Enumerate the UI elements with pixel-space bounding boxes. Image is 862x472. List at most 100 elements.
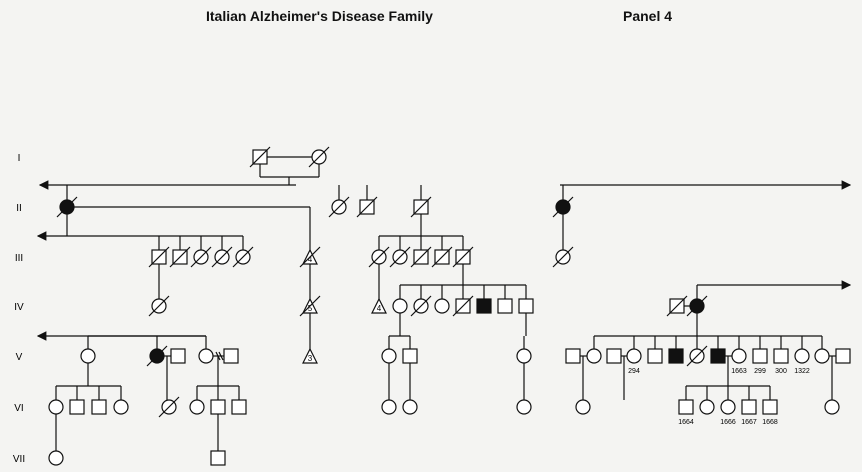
female-symbol bbox=[381, 399, 397, 415]
male-symbol bbox=[210, 399, 226, 415]
female-symbol: 1663 bbox=[731, 348, 747, 375]
unknown-sex-symbol: 4 bbox=[371, 297, 387, 314]
female-symbol bbox=[189, 399, 205, 415]
male-symbol bbox=[647, 348, 663, 364]
deceased-slash bbox=[148, 295, 170, 317]
female-symbol bbox=[686, 345, 708, 367]
male-symbol bbox=[356, 196, 378, 218]
deceased-slash bbox=[328, 196, 350, 218]
deceased-slash bbox=[431, 246, 453, 268]
male-symbol bbox=[666, 295, 688, 317]
sibship-count: 4 bbox=[308, 255, 313, 264]
female-symbol: 1322 bbox=[794, 348, 810, 375]
pedigree-line bbox=[218, 351, 224, 361]
sibship-count: 5 bbox=[308, 304, 313, 313]
individual-id-label: 1667 bbox=[741, 419, 757, 426]
deceased-slash bbox=[232, 246, 254, 268]
individual-id-label: 1322 bbox=[794, 368, 810, 375]
individual-id-label: 1663 bbox=[731, 368, 747, 375]
individual-id-label: 299 bbox=[754, 368, 766, 375]
male-symbol: 299 bbox=[752, 348, 768, 375]
unknown-sex-symbol: 5 bbox=[299, 295, 321, 317]
male-symbol bbox=[148, 246, 170, 268]
affected-female-symbol bbox=[552, 196, 574, 218]
male-symbol bbox=[497, 298, 513, 314]
generation-label: II bbox=[16, 203, 22, 214]
female-symbol bbox=[699, 399, 715, 415]
unknown-sex-symbol: 3 bbox=[302, 347, 318, 364]
generation-label: I bbox=[18, 153, 21, 164]
female-symbol bbox=[308, 146, 330, 168]
female-symbol bbox=[232, 246, 254, 268]
male-symbol bbox=[410, 196, 432, 218]
female-symbol bbox=[586, 348, 602, 364]
sibship-count: 4 bbox=[377, 304, 382, 313]
female-symbol bbox=[48, 450, 64, 466]
affected-male-symbol bbox=[710, 348, 726, 364]
deceased-slash bbox=[190, 246, 212, 268]
sibship-count: 3 bbox=[308, 354, 313, 363]
affected-female-symbol bbox=[56, 196, 78, 218]
male-symbol bbox=[452, 246, 474, 268]
generation-label: V bbox=[16, 352, 23, 363]
female-symbol bbox=[516, 348, 532, 364]
deceased-slash bbox=[158, 396, 180, 418]
male-symbol: 1668 bbox=[762, 399, 778, 426]
female-symbol bbox=[113, 399, 129, 415]
generation-label: III bbox=[15, 253, 23, 264]
female-symbol bbox=[148, 295, 170, 317]
male-symbol bbox=[402, 348, 418, 364]
female-symbol bbox=[824, 399, 840, 415]
pedigree-title: Italian Alzheimer's Disease Family bbox=[206, 8, 433, 24]
male-symbol: 1667 bbox=[741, 399, 757, 426]
affected-female-symbol bbox=[146, 345, 168, 367]
deceased-slash bbox=[410, 196, 432, 218]
deceased-slash bbox=[452, 295, 474, 317]
deceased-slash bbox=[299, 246, 321, 268]
unknown-sex-symbol: 4 bbox=[299, 246, 321, 268]
deceased-slash bbox=[211, 246, 233, 268]
deceased-slash bbox=[686, 345, 708, 367]
deceased-slash bbox=[368, 246, 390, 268]
male-symbol bbox=[223, 348, 239, 364]
generation-label: VI bbox=[14, 403, 23, 414]
deceased-slash bbox=[308, 146, 330, 168]
female-symbol bbox=[392, 298, 408, 314]
deceased-slash bbox=[410, 246, 432, 268]
male-symbol: 1664 bbox=[678, 399, 694, 426]
male-symbol bbox=[410, 246, 432, 268]
deceased-slash bbox=[552, 246, 574, 268]
deceased-slash bbox=[552, 196, 574, 218]
male-symbol bbox=[69, 399, 85, 415]
male-symbol bbox=[431, 246, 453, 268]
female-symbol bbox=[516, 399, 532, 415]
male-symbol bbox=[606, 348, 622, 364]
male-symbol bbox=[231, 399, 247, 415]
affected-male-symbol bbox=[668, 348, 684, 364]
male-symbol bbox=[249, 146, 271, 168]
male-symbol: 300 bbox=[773, 348, 789, 375]
female-symbol bbox=[328, 196, 350, 218]
female-symbol bbox=[211, 246, 233, 268]
deceased-slash bbox=[148, 246, 170, 268]
deceased-slash bbox=[666, 295, 688, 317]
female-symbol bbox=[48, 399, 64, 415]
female-symbol bbox=[814, 348, 830, 364]
male-symbol bbox=[210, 450, 226, 466]
affected-female-symbol bbox=[686, 295, 708, 317]
individual-id-label: 294 bbox=[628, 368, 640, 375]
deceased-slash bbox=[356, 196, 378, 218]
panel-label: Panel 4 bbox=[623, 8, 673, 24]
female-symbol bbox=[368, 246, 390, 268]
female-symbol: 294 bbox=[626, 348, 642, 375]
male-symbol bbox=[452, 295, 474, 317]
deceased-slash bbox=[249, 146, 271, 168]
female-symbol bbox=[552, 246, 574, 268]
generation-label: VII bbox=[13, 454, 25, 465]
generation-label: IV bbox=[14, 302, 24, 313]
female-symbol bbox=[381, 348, 397, 364]
deceased-slash bbox=[686, 295, 708, 317]
deceased-slash bbox=[410, 295, 432, 317]
female-symbol bbox=[190, 246, 212, 268]
